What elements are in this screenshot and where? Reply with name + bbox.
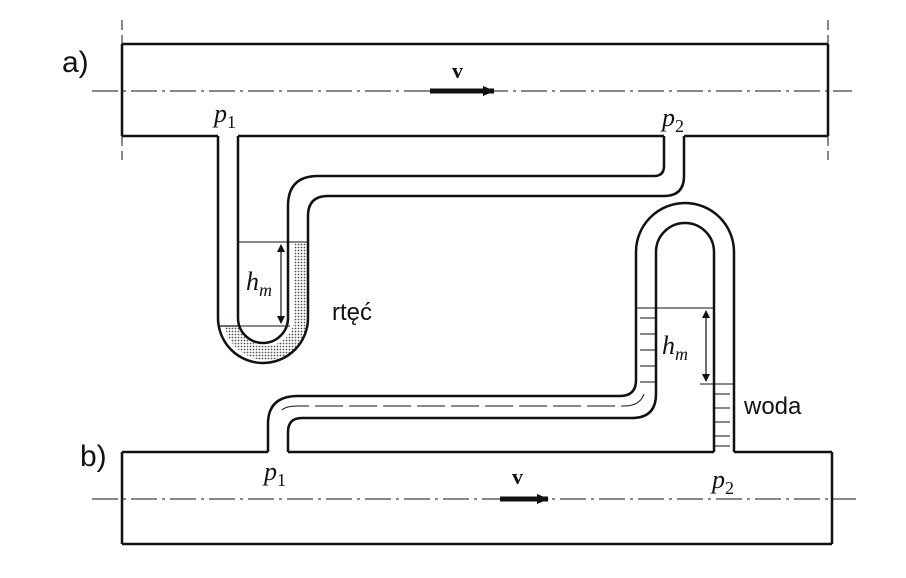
panel-b-label: b): [80, 440, 107, 473]
panel-b: b) v p1 p2 hm woda: [80, 201, 856, 546]
panel-a: a) v p1 p2 hm rtęć: [62, 20, 852, 365]
hm-label-a: hm: [246, 267, 272, 300]
p1-label-b: p1: [262, 457, 286, 490]
u-tube-a: [216, 136, 686, 365]
panel-a-label: a): [62, 46, 89, 79]
hm-label-b: hm: [662, 331, 688, 364]
p2-label-b: p2: [710, 465, 734, 498]
velocity-label-a: v: [452, 58, 463, 83]
water-hatch-left: [636, 307, 656, 383]
p2-label-a: p2: [660, 103, 684, 136]
pipe-a-extension-lines: [121, 20, 829, 160]
p1-label-a: p1: [212, 99, 236, 132]
water-hatch-right: [714, 383, 734, 447]
velocity-label-b: v: [512, 464, 523, 489]
mercury-fill: [224, 242, 308, 360]
fluid-label-water: woda: [743, 393, 802, 420]
inverted-u-tube-b: [266, 201, 736, 452]
pipe-b: [120, 450, 834, 546]
pipe-a: [120, 42, 830, 138]
fluid-label-mercury: rtęć: [332, 299, 372, 326]
